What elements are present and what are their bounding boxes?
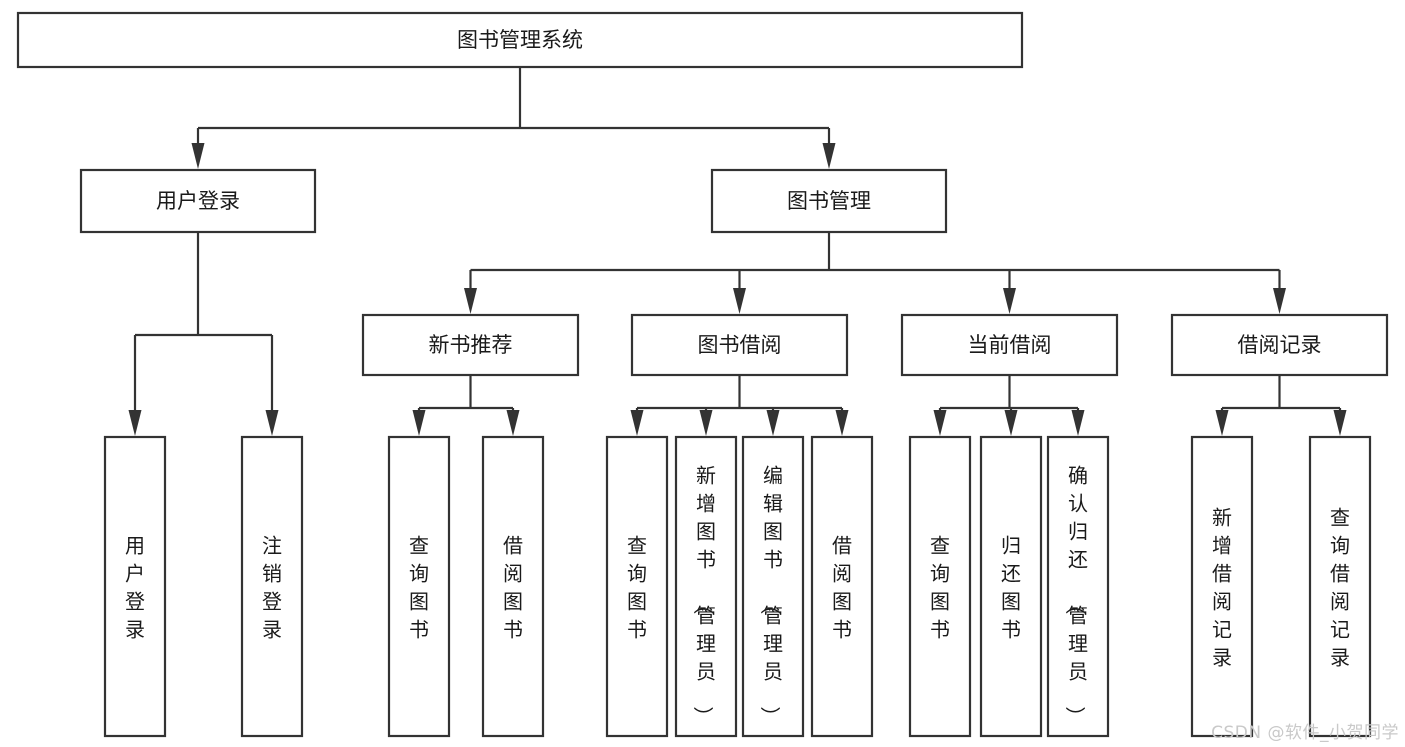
node-box[interactable] (810, 435, 874, 738)
node-leaf_0[interactable]: 用户登录 (103, 435, 167, 738)
node-box[interactable] (103, 435, 167, 738)
node-label: 图书借阅 (698, 333, 782, 357)
node-leaf_4[interactable]: 查询图书 (605, 435, 669, 738)
node-leaf_6[interactable]: 编辑图书（管理员） (741, 435, 805, 738)
node-label: 借阅图书 (503, 533, 523, 641)
node-label: 借阅记录 (1238, 333, 1322, 357)
node-root[interactable]: 图书管理系统 (16, 11, 1024, 69)
connector-arrowhead (464, 288, 477, 314)
node-leaf_12[interactable]: 查询借阅记录 (1308, 435, 1372, 738)
node-l2_0[interactable]: 新书推荐 (361, 313, 580, 377)
node-l2_1[interactable]: 图书借阅 (630, 313, 849, 377)
node-label: 当前借阅 (968, 333, 1052, 357)
node-leaf_11[interactable]: 新增借阅记录 (1190, 435, 1254, 738)
node-label: 新增借阅记录 (1212, 505, 1232, 669)
node-box[interactable] (630, 313, 849, 377)
node-box[interactable] (741, 435, 805, 738)
node-leaf_9[interactable]: 归还图书 (979, 435, 1043, 738)
node-label: 编辑图书（管理员） (758, 463, 783, 726)
node-box[interactable] (710, 168, 948, 234)
node-label: 查询图书 (409, 533, 429, 641)
connector-arrowhead (933, 410, 947, 436)
connector-arrowhead (1273, 288, 1286, 314)
connector-arrowhead (191, 143, 205, 169)
connector-arrowhead (1004, 410, 1018, 436)
node-leaf_7[interactable]: 借阅图书 (810, 435, 874, 738)
node-box[interactable] (481, 435, 545, 738)
node-box[interactable] (16, 11, 1024, 69)
node-l1_0[interactable]: 用户登录 (79, 168, 317, 234)
node-box[interactable] (1170, 313, 1389, 377)
connector-arrowhead (506, 410, 520, 436)
node-label: 用户登录 (125, 533, 145, 641)
connector-arrowhead (766, 410, 780, 436)
node-leaf_3[interactable]: 借阅图书 (481, 435, 545, 738)
node-l2_3[interactable]: 借阅记录 (1170, 313, 1389, 377)
node-leaf_1[interactable]: 注销登录 (240, 435, 304, 738)
node-box[interactable] (1308, 435, 1372, 738)
node-box[interactable] (900, 313, 1119, 377)
node-label: 归还图书 (1001, 533, 1021, 641)
connector-arrowhead (1003, 288, 1016, 314)
connector-arrowhead (1215, 410, 1229, 436)
node-layer: 图书管理系统用户登录图书管理新书推荐图书借阅当前借阅借阅记录用户登录注销登录查询… (16, 11, 1389, 738)
node-label: 图书管理 (787, 189, 871, 213)
connector-arrowhead (733, 288, 746, 314)
node-leaf_5[interactable]: 新增图书（管理员） (674, 435, 738, 738)
node-box[interactable] (361, 313, 580, 377)
connector-arrowhead (1333, 410, 1347, 436)
node-l2_2[interactable]: 当前借阅 (900, 313, 1119, 377)
node-label: 查询图书 (930, 533, 950, 641)
connector-arrowhead (835, 410, 849, 436)
connector-arrowhead (1071, 410, 1085, 436)
node-box[interactable] (1190, 435, 1254, 738)
node-box[interactable] (1046, 435, 1110, 738)
node-label: 用户登录 (156, 189, 240, 213)
node-box[interactable] (387, 435, 451, 738)
node-box[interactable] (908, 435, 972, 738)
node-label: 借阅图书 (832, 533, 852, 641)
node-leaf_2[interactable]: 查询图书 (387, 435, 451, 738)
node-label: 新书推荐 (429, 333, 513, 357)
node-box[interactable] (240, 435, 304, 738)
node-l1_1[interactable]: 图书管理 (710, 168, 948, 234)
node-box[interactable] (979, 435, 1043, 738)
connector-arrowhead (128, 410, 142, 436)
node-box[interactable] (674, 435, 738, 738)
connector-layer (128, 67, 1347, 436)
connector-arrowhead (822, 143, 836, 169)
node-label: 查询图书 (627, 533, 647, 641)
connector-arrowhead (265, 410, 279, 436)
node-leaf_8[interactable]: 查询图书 (908, 435, 972, 738)
connector-arrowhead (412, 410, 426, 436)
node-box[interactable] (605, 435, 669, 738)
connector-arrowhead (699, 410, 713, 436)
node-box[interactable] (79, 168, 317, 234)
connector-arrowhead (630, 410, 644, 436)
node-label: 新增图书（管理员） (691, 463, 716, 726)
node-leaf_10[interactable]: 确认归还（管理员） (1046, 435, 1110, 738)
node-label: 查询借阅记录 (1330, 505, 1350, 669)
node-label: 确认归还（管理员） (1063, 463, 1088, 726)
node-label: 注销登录 (262, 533, 282, 641)
node-label: 图书管理系统 (457, 28, 583, 52)
